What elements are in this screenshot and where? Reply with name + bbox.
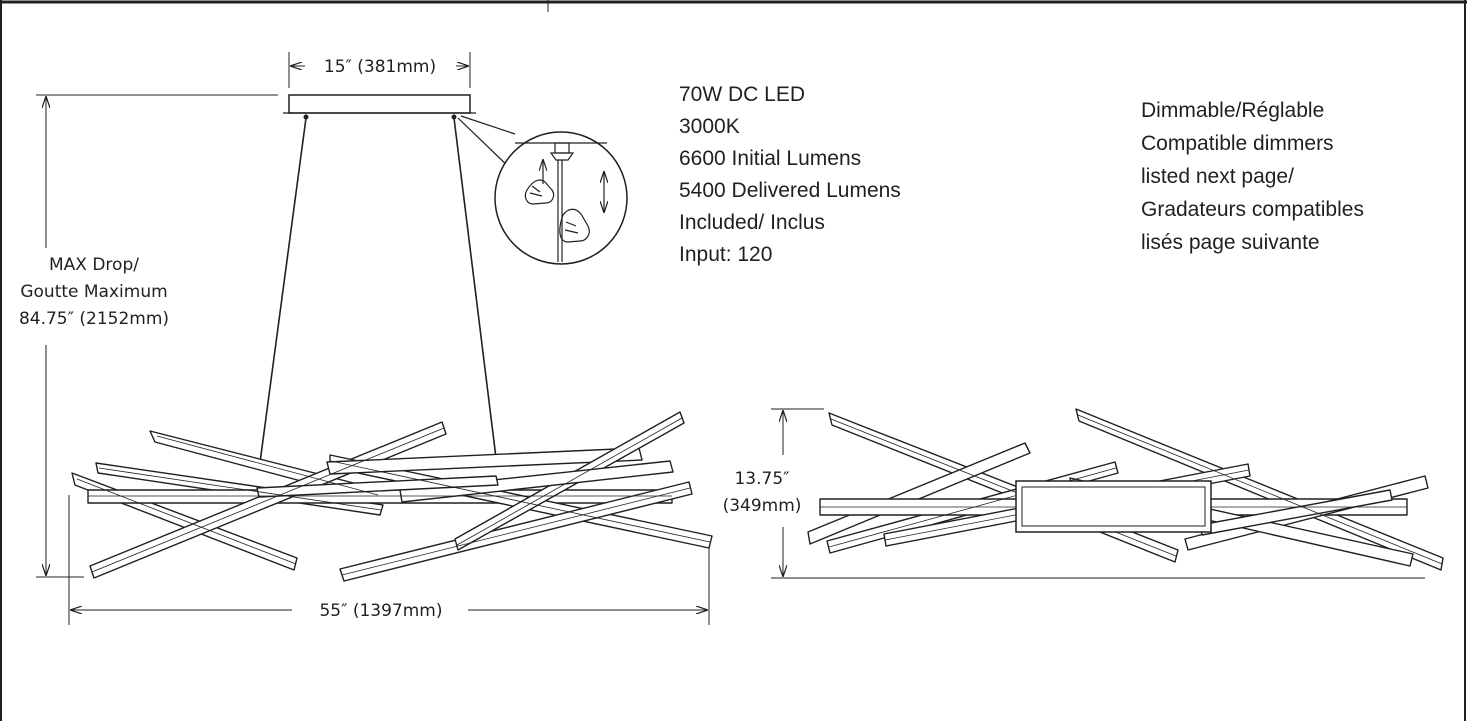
canopy — [288, 94, 471, 114]
side-height-dimension — [771, 408, 1425, 579]
spec-line: 6600 Initial Lumens — [679, 147, 861, 170]
side-height-label-line1: 13.75″ — [734, 469, 789, 489]
dimming-line: listed next page/ — [1141, 165, 1294, 188]
dimming-line: Gradateurs compatibles — [1141, 198, 1364, 221]
dimming-line: lisés page suivante — [1141, 231, 1320, 254]
front-view: 15″ (381mm) MAX Drop/ Goutt — [19, 52, 713, 625]
side-view: 13.75″ (349mm) — [723, 408, 1444, 579]
side-center-hub — [1015, 480, 1212, 533]
overall-width-dimension — [68, 495, 710, 625]
overall-width-label: 55″ (1397mm) — [319, 601, 442, 621]
side-height-label-line2: (349mm) — [723, 496, 802, 516]
dimming-block: Dimmable/Réglable Compatible dimmers lis… — [1141, 99, 1364, 254]
spec-line: 3000K — [679, 115, 740, 138]
cable-adjust-detail — [457, 115, 628, 265]
spec-line: 5400 Delivered Lumens — [679, 179, 901, 202]
specs-block: 70W DC LED 3000K 6600 Initial Lumens 540… — [679, 83, 901, 266]
spec-line: 70W DC LED — [679, 83, 805, 106]
dimming-line: Compatible dimmers — [1141, 132, 1334, 155]
max-drop-label-line1: MAX Drop/ — [49, 255, 139, 275]
spec-line: Included/ Inclus — [679, 211, 825, 234]
front-light-bar-edges — [76, 417, 711, 576]
front-light-bars — [71, 411, 713, 582]
canopy-width-label: 15″ (381mm) — [324, 57, 436, 77]
suspension-cable-left — [258, 117, 307, 471]
max-drop-label-line3: 84.75″ (2152mm) — [19, 309, 169, 329]
spec-line: Input: 120 — [679, 243, 772, 266]
suspension-cable-right — [453, 117, 498, 467]
max-drop-label-line2: Goutte Maximum — [20, 282, 167, 302]
max-drop-dimension — [36, 94, 278, 578]
dimming-line: Dimmable/Réglable — [1141, 99, 1324, 122]
canopy-width-dimension — [288, 52, 471, 88]
